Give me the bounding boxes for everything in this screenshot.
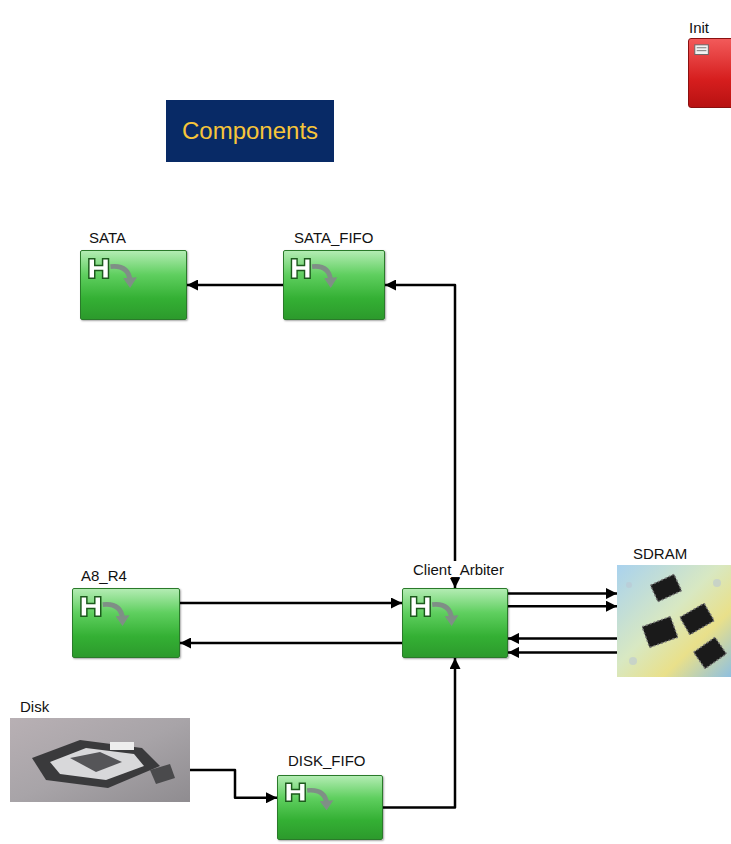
connector-arrow — [508, 605, 617, 608]
block-label: Disk — [20, 698, 49, 715]
hierarchy-icon — [81, 251, 186, 319]
hierarchy-icon — [284, 251, 384, 319]
connector-arrow — [187, 284, 283, 287]
block-label: SATA — [89, 229, 126, 246]
process-box: SATA — [80, 250, 187, 320]
connector-arrow — [508, 651, 617, 654]
hierarchy-icon — [73, 589, 179, 657]
disk-picture — [10, 718, 190, 802]
memory-picture: SDRAM — [617, 565, 731, 677]
init-icon — [689, 39, 731, 107]
block-label: Init — [689, 19, 709, 36]
connector-arrow — [180, 642, 402, 645]
process-box: A8_R4 — [72, 588, 180, 658]
block-label: SDRAM — [633, 545, 687, 562]
hierarchy-icon — [403, 589, 507, 657]
block-label: Client_Arbiter — [411, 561, 506, 578]
connector-arrow — [508, 637, 617, 640]
connector-arrow — [385, 285, 455, 588]
arbiter-box: Client_Arbiter — [402, 588, 508, 658]
title-banner: Components — [166, 100, 334, 162]
fifo-box: SATA_FIFO — [283, 250, 385, 320]
connector-arrow — [508, 592, 617, 595]
disk-picture-node: Disk — [10, 718, 190, 802]
init-block: Init — [688, 38, 731, 108]
block-label: A8_R4 — [81, 567, 127, 584]
sdram-picture — [617, 565, 731, 677]
connector-arrow — [180, 602, 402, 605]
connector-arrow — [383, 658, 455, 808]
hierarchy-icon — [278, 776, 382, 839]
fifo-box: DISK_FIFO — [277, 775, 383, 840]
block-label: DISK_FIFO — [288, 752, 366, 769]
block-label: SATA_FIFO — [294, 229, 373, 246]
connector-arrow — [190, 770, 277, 798]
